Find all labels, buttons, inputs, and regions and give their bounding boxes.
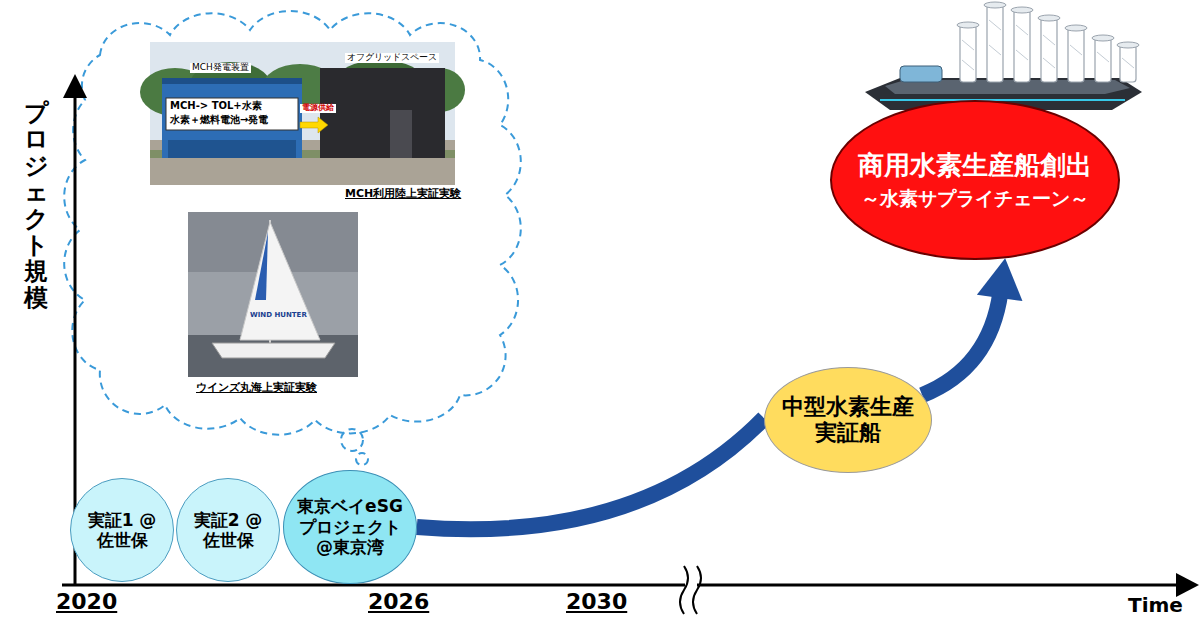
year-tick: 2026 [368, 590, 429, 614]
illustration-part [680, 566, 688, 614]
illustration-part [1092, 35, 1114, 41]
photo-annotation: MCH-> TOL+水素 [170, 100, 262, 111]
node-title: 実証1 @佐世保 [82, 510, 162, 551]
phase-ellipse: 中型水素生産 実証船 [764, 367, 932, 473]
illustration-part [341, 429, 363, 451]
axis-title: Time [1128, 594, 1183, 616]
illustration-part [188, 335, 358, 377]
sail-text: WIND HUNTER [250, 312, 307, 320]
node-title: 実証2 @佐世保 [188, 510, 268, 551]
illustration-part [1068, 28, 1084, 82]
arrow-shaft [417, 418, 764, 529]
phase-circle: 実証2 @佐世保 [176, 478, 280, 582]
illustration-part [1117, 42, 1139, 48]
goal-ellipse: 商用水素生産船創出 ～水素サプライチェーン～ [830, 100, 1120, 260]
node-title: 商用水素生産船創出 [858, 150, 1092, 181]
arrow-shaft [922, 292, 1000, 395]
hydrogen-ship-illustration [865, 2, 1142, 110]
phase-circle: 実証1 @佐世保 [70, 478, 174, 582]
photo-annotation: 水素＋燃料電池→発電 [170, 114, 268, 125]
photo-caption: ウインズ丸海上実証実験 [196, 382, 317, 394]
illustration-part [300, 117, 328, 133]
illustration-part [1043, 35, 1055, 68]
photo-caption: MCH利用陸上実証実験 [345, 188, 461, 200]
photo-annotation: MCH発電装置 [190, 63, 251, 73]
flow-arrow [922, 258, 1022, 395]
illustration-part [188, 212, 358, 377]
illustration-part [390, 110, 412, 158]
illustration-part [1095, 38, 1111, 82]
land-test-photo [140, 42, 465, 185]
illustration-part [957, 22, 979, 28]
illustration-part [166, 98, 298, 130]
node-title: 中型水素生産 実証船 [773, 394, 923, 447]
illustration-part [168, 140, 296, 158]
illustration-part [1122, 58, 1134, 68]
illustration-part [150, 42, 455, 185]
illustration-part [1120, 45, 1136, 82]
illustration-part [960, 5, 1136, 82]
illustration-part [987, 5, 1003, 82]
illustration-part [1014, 10, 1030, 82]
node-subtitle: ～水素サプライチェーン～ [861, 187, 1089, 210]
year-tick: 2030 [566, 590, 627, 614]
illustration-part [63, 74, 87, 98]
photo-annotation: オフグリッドスペース [345, 53, 439, 63]
illustration-part [62, 584, 1180, 587]
illustration-part [320, 68, 445, 158]
illustration-part [1038, 15, 1060, 21]
arrow-head [977, 258, 1023, 301]
illustration-part [212, 343, 335, 358]
illustration-part [1011, 7, 1033, 13]
illustration-part [240, 222, 320, 340]
year-tick: 2020 [56, 590, 117, 614]
axes [62, 74, 1199, 614]
illustration-part [255, 232, 268, 300]
illustration-part [356, 453, 368, 465]
illustration-part [1016, 25, 1028, 60]
illustration-part [1041, 18, 1057, 82]
illustration-part [989, 20, 1001, 55]
illustration-part [960, 25, 976, 82]
illustration-part [1065, 25, 1087, 31]
node-title: 東京ベイeSG プロジェクト @東京湾 [294, 496, 406, 557]
illustration-part [957, 2, 1139, 48]
illustration-part [1097, 52, 1109, 62]
phase-circle: 東京ベイeSG プロジェクト @東京湾 [283, 470, 417, 584]
illustration-part [1070, 45, 1082, 55]
illustration-part [962, 20, 1134, 70]
illustration-part [64, 11, 521, 435]
illustration-part [962, 40, 974, 70]
illustration-part [984, 2, 1006, 8]
sea-test-photo [188, 212, 358, 377]
illustration-part [693, 566, 701, 614]
illustration-part [162, 78, 302, 84]
illustration-part [162, 78, 302, 158]
photo-annotation: 電源供給 [300, 104, 336, 113]
axis-title: プロジェクト規模 [24, 100, 48, 311]
thought-cloud [64, 11, 521, 465]
illustration-part [900, 66, 942, 82]
flow-arrow [417, 418, 764, 529]
